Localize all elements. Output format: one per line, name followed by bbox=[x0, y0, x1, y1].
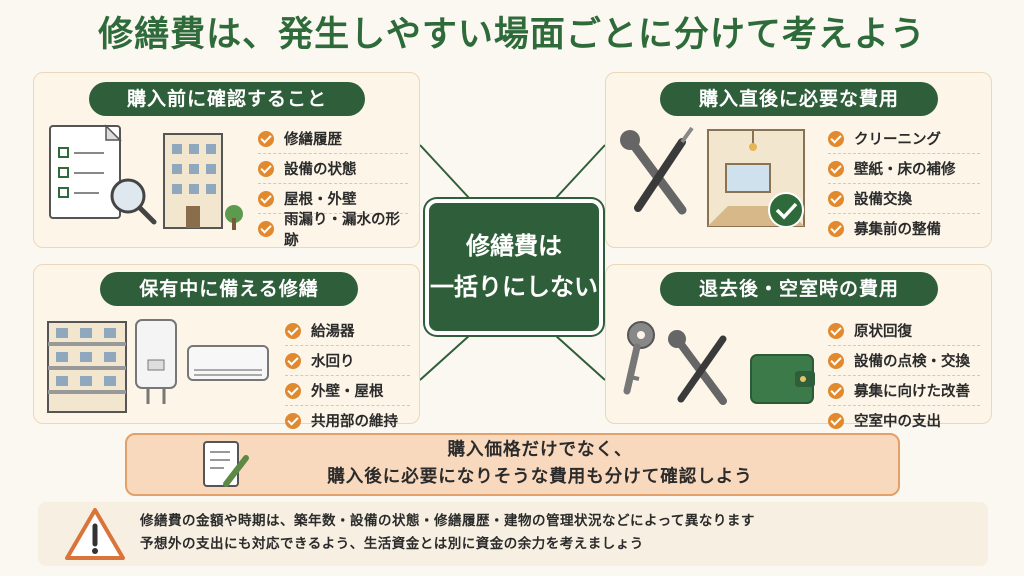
building-icon bbox=[163, 133, 223, 229]
connector-top-left bbox=[419, 144, 471, 200]
center-line-2: 一括りにしない bbox=[430, 273, 598, 301]
list-item: 水回り bbox=[285, 346, 410, 376]
summary-text: 購入価格だけでなく、 購入後に必要になりそうな費用も分けて確認しよう bbox=[250, 437, 830, 491]
warning-icon bbox=[65, 508, 125, 560]
magnifier-icon bbox=[110, 178, 157, 225]
center-line-1: 修繕費は bbox=[466, 232, 562, 261]
wrench-screwdriver-icon bbox=[668, 330, 727, 405]
list-item: 空室中の支出 bbox=[828, 406, 980, 435]
list-item: 原状回復 bbox=[828, 316, 980, 346]
note-text: 修繕費の金額や時期は、築年数・設備の状態・修繕履歴・建物の管理状況などによって異… bbox=[140, 510, 980, 556]
heading-vacancy: 退去後・空室時の費用 bbox=[660, 272, 938, 306]
list-item: 壁紙・床の補修 bbox=[828, 154, 980, 184]
air-conditioner-icon bbox=[187, 345, 269, 381]
list-item: 設備の点検・交換 bbox=[828, 346, 980, 376]
wallet-icon bbox=[750, 354, 815, 404]
list-item: 雨漏り・漏水の形跡 bbox=[258, 212, 408, 249]
connector-bottom-left bbox=[419, 334, 471, 381]
checklist-before-purchase: 修繕履歴 設備の状態 屋根・外壁 雨漏り・漏水の形跡 bbox=[258, 124, 408, 249]
center-message-box: 修繕費は 一括りにしない bbox=[425, 199, 603, 335]
checklist-vacancy: 原状回復 設備の点検・交換 募集に向けた改善 空室中の支出 bbox=[828, 316, 980, 435]
check-icon bbox=[828, 220, 844, 237]
apartment-icon bbox=[47, 321, 127, 413]
note-line-2: 予想外の支出にも対応できるよう、生活資金とは別に資金の余力を考えましょう bbox=[140, 536, 644, 552]
note-box bbox=[38, 502, 988, 566]
list-item: 外壁・屋根 bbox=[285, 376, 410, 406]
check-icon bbox=[285, 352, 301, 369]
page-title: 修繕費は、発生しやすい場面ごとに分けて考えよう bbox=[98, 15, 926, 55]
summary-box bbox=[125, 433, 900, 496]
apartment-heater-aircon-illustration bbox=[47, 319, 269, 413]
connector-top-right bbox=[554, 144, 606, 200]
check-icon bbox=[828, 412, 844, 429]
check-icon bbox=[828, 382, 844, 399]
check-icon bbox=[828, 160, 844, 177]
document-search-building-illustration bbox=[49, 124, 243, 230]
checkmark-badge-icon bbox=[768, 192, 804, 228]
notepad-pencil-icon bbox=[203, 441, 249, 487]
list-item: 募集前の整備 bbox=[828, 214, 980, 243]
heading-after-purchase: 購入直後に必要な費用 bbox=[660, 82, 938, 116]
water-heater-icon bbox=[135, 319, 177, 404]
list-item: 共用部の維持 bbox=[285, 406, 410, 435]
list-item: 給湯器 bbox=[285, 316, 410, 346]
check-icon bbox=[258, 220, 274, 237]
check-icon bbox=[828, 352, 844, 369]
key-tools-wallet-illustration bbox=[623, 321, 815, 405]
check-icon bbox=[285, 322, 301, 339]
checklist-during-ownership: 給湯器 水回り 外壁・屋根 共用部の維持 bbox=[285, 316, 410, 435]
connector-bottom-right bbox=[554, 334, 606, 381]
list-item: クリーニング bbox=[828, 124, 980, 154]
key-icon bbox=[623, 321, 655, 395]
check-icon bbox=[828, 130, 844, 147]
document-icon bbox=[49, 124, 122, 219]
note-line-1: 修繕費の金額や時期は、築年数・設備の状態・修繕履歴・建物の管理状況などによって異… bbox=[140, 513, 755, 529]
check-icon bbox=[258, 160, 274, 177]
list-item: 修繕履歴 bbox=[258, 124, 408, 154]
wrench-screwdriver-icon bbox=[620, 126, 694, 215]
tools-room-illustration bbox=[620, 126, 805, 228]
summary-line-2: 購入後に必要になりそうな費用も分けて確認しよう bbox=[327, 467, 753, 487]
tree-icon bbox=[225, 205, 243, 230]
check-icon bbox=[258, 190, 274, 207]
list-item: 屋根・外壁 bbox=[258, 184, 408, 214]
list-item: 設備交換 bbox=[828, 184, 980, 214]
heading-during-ownership: 保有中に備える修繕 bbox=[100, 272, 358, 306]
summary-line-1: 購入価格だけでなく、 bbox=[447, 440, 633, 460]
checklist-after-purchase: クリーニング 壁紙・床の補修 設備交換 募集前の整備 bbox=[828, 124, 980, 243]
check-icon bbox=[258, 130, 274, 147]
check-icon bbox=[828, 322, 844, 339]
check-icon bbox=[285, 412, 301, 429]
heading-before-purchase: 購入前に確認すること bbox=[89, 82, 365, 116]
list-item: 募集に向けた改善 bbox=[828, 376, 980, 406]
list-item: 設備の状態 bbox=[258, 154, 408, 184]
check-icon bbox=[285, 382, 301, 399]
check-icon bbox=[828, 190, 844, 207]
